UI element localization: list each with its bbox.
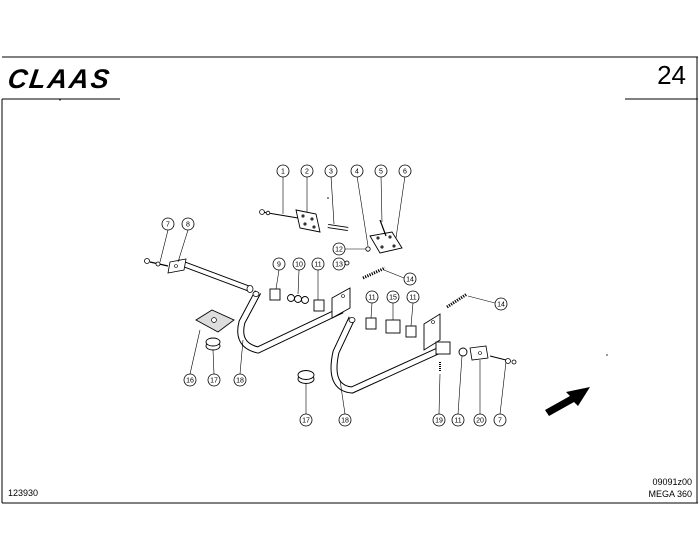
spring-upper — [362, 266, 386, 280]
callout-15: 15 — [386, 290, 400, 304]
svg-text:19: 19 — [435, 418, 443, 425]
svg-text:11: 11 — [314, 262, 321, 269]
svg-text:12: 12 — [335, 247, 343, 254]
svg-text:10: 10 — [295, 262, 303, 269]
buffer-center — [297, 370, 315, 384]
svg-text:11: 11 — [409, 295, 416, 302]
svg-text:20: 20 — [476, 418, 484, 425]
callout-11-upper: 11 — [311, 257, 325, 271]
brand-logo: CLAAS — [5, 64, 114, 94]
callout-13: 13 — [332, 257, 346, 271]
svg-text:18: 18 — [236, 378, 244, 385]
svg-text:11: 11 — [454, 418, 461, 425]
svg-text:9: 9 — [277, 262, 281, 269]
callout-9: 9 — [272, 257, 286, 271]
drawing-code: 09091z00 — [652, 477, 692, 487]
callouts: 1 2 3 4 5 6 7 8 9 10 11 12 13 14 14 11 1… — [161, 164, 508, 427]
svg-text:2: 2 — [305, 169, 309, 176]
right-fittings — [439, 345, 517, 372]
document-number: 123930 — [8, 488, 39, 498]
buffer-left — [205, 337, 221, 351]
page-number: 24 — [657, 60, 686, 90]
svg-text:13: 13 — [335, 262, 343, 269]
callout-12: 12 — [332, 242, 346, 256]
callout-14-right: 14 — [494, 297, 508, 311]
callout-18-left: 18 — [233, 373, 247, 387]
callout-4: 4 — [350, 164, 364, 178]
frame-right — [330, 313, 451, 394]
callout-7-left: 7 — [161, 217, 175, 231]
bushings-middle-row — [365, 317, 417, 338]
svg-text:6: 6 — [403, 169, 407, 176]
svg-text:8: 8 — [186, 222, 190, 229]
upper-plate-group — [259, 197, 349, 233]
callout-11-mid-b: 11 — [406, 290, 420, 304]
direction-arrow-icon — [545, 387, 590, 416]
svg-text:17: 17 — [210, 378, 218, 385]
right-plate-group — [344, 219, 403, 266]
callout-18-center: 18 — [338, 413, 352, 427]
svg-text:7: 7 — [166, 222, 170, 229]
callout-3: 3 — [324, 164, 338, 178]
model-name: MEGA 360 — [648, 489, 692, 499]
callout-16: 16 — [183, 373, 197, 387]
callout-5: 5 — [374, 164, 388, 178]
svg-text:1: 1 — [281, 169, 285, 176]
spring-right — [446, 292, 468, 309]
svg-text:17: 17 — [302, 418, 310, 425]
callout-11-lower: 11 — [451, 413, 465, 427]
upper-shaft — [167, 258, 254, 293]
callout-7-right: 7 — [493, 413, 507, 427]
svg-text:4: 4 — [355, 169, 359, 176]
callout-17-left: 17 — [207, 373, 221, 387]
svg-text:3: 3 — [329, 169, 333, 176]
svg-text:18: 18 — [341, 418, 349, 425]
callout-20: 20 — [473, 413, 487, 427]
callout-2: 2 — [300, 164, 314, 178]
mounting-pad — [195, 309, 235, 333]
callout-1: 1 — [276, 164, 290, 178]
callout-14-upper: 14 — [403, 272, 417, 286]
callout-8: 8 — [181, 217, 195, 231]
svg-text:14: 14 — [406, 277, 414, 284]
callout-10: 10 — [292, 257, 306, 271]
svg-text:11: 11 — [368, 295, 375, 302]
callout-19: 19 — [432, 413, 446, 427]
callout-11-mid-a: 11 — [365, 290, 379, 304]
callout-6: 6 — [398, 164, 412, 178]
leader-lines — [159, 175, 507, 415]
svg-text:5: 5 — [379, 169, 383, 176]
svg-text:14: 14 — [497, 302, 505, 309]
bolt-left — [144, 258, 169, 267]
bushings-upper-row — [269, 288, 325, 312]
svg-text:16: 16 — [186, 378, 194, 385]
svg-text:15: 15 — [389, 295, 397, 302]
callout-17-center: 17 — [299, 413, 313, 427]
svg-text:7: 7 — [498, 418, 502, 425]
